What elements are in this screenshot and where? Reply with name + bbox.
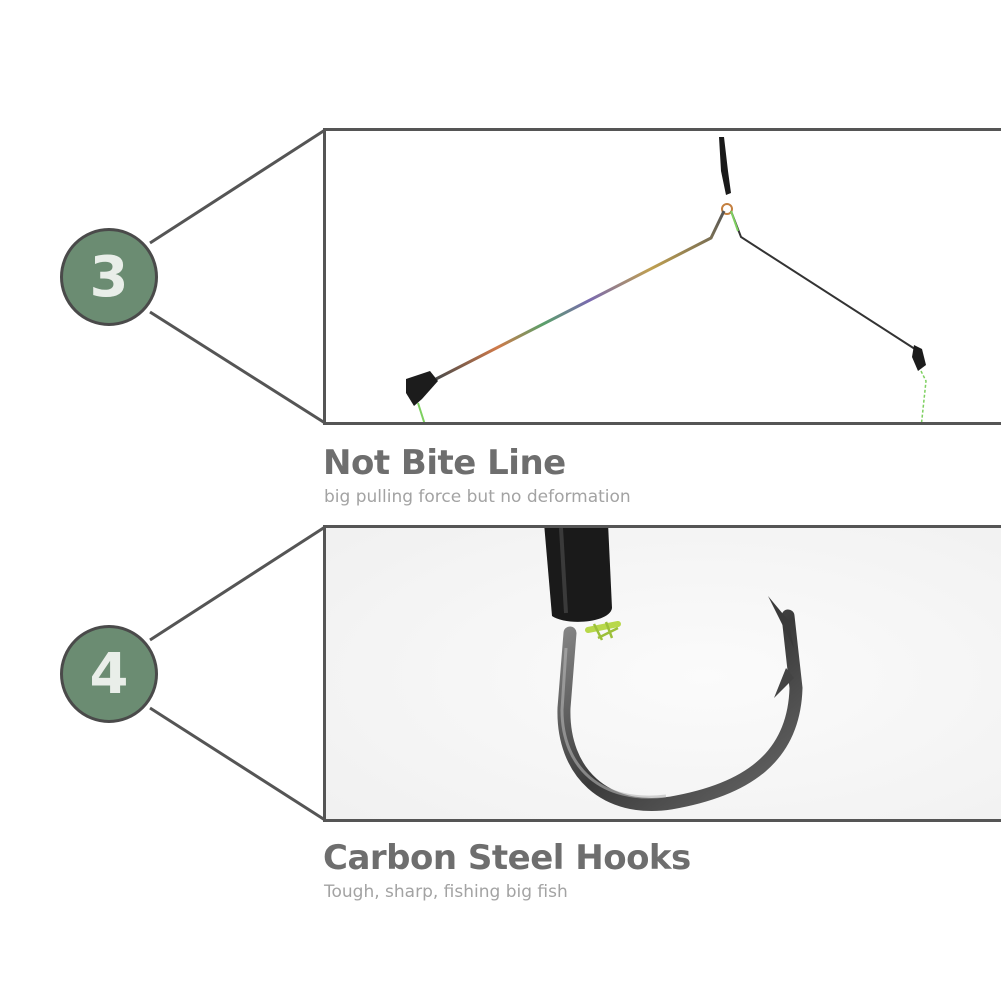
left-sleeve — [406, 371, 438, 406]
step-number-3: 3 — [89, 244, 129, 310]
hook-highlight — [560, 647, 667, 799]
left-wire-arm — [435, 210, 726, 381]
step-badge-3: 3 — [60, 228, 158, 326]
wire-spreader-rig-illustration — [406, 137, 927, 422]
section-4-subtitle: Tough, sharp, fishing big fish — [324, 882, 568, 902]
connector-4-bottom — [149, 706, 326, 822]
sleeve-highlight — [559, 528, 568, 614]
step-badge-4: 4 — [60, 625, 158, 723]
top-ring — [721, 203, 733, 215]
left-leader — [417, 402, 426, 422]
connector-4-top — [149, 525, 326, 642]
green-thread-knot — [585, 621, 621, 641]
hook-sleeve — [544, 528, 612, 622]
right-wire-arm — [730, 210, 919, 352]
top-swivel-tube — [719, 137, 731, 195]
carbon-steel-hook-illustration — [326, 528, 1001, 819]
step-number-4: 4 — [89, 641, 129, 707]
right-leader — [920, 370, 927, 422]
section-3-subtitle: big pulling force but no deformation — [324, 487, 631, 507]
hook-photo-background — [326, 528, 1001, 819]
section-3-title: Not Bite Line — [323, 443, 566, 483]
wire-rig-image-panel — [323, 128, 1001, 425]
section-4-title: Carbon Steel Hooks — [323, 838, 691, 878]
hook-image-panel — [323, 525, 1001, 822]
connector-3-bottom — [149, 310, 326, 425]
connector-3-top — [149, 128, 326, 245]
hook-barb — [774, 668, 794, 698]
right-arm-green — [730, 210, 739, 232]
hook-point — [768, 596, 794, 648]
right-sleeve — [912, 345, 926, 371]
